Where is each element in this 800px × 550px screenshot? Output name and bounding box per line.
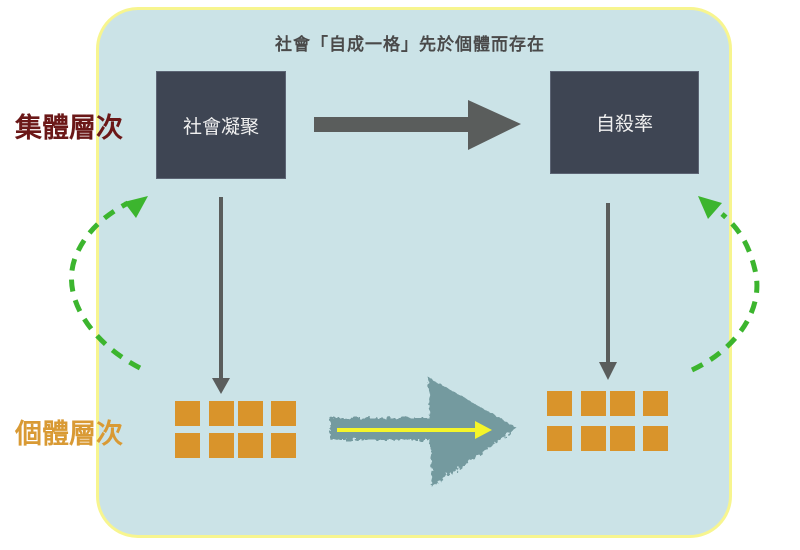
collective-causal-arrow xyxy=(314,100,521,150)
individual-square xyxy=(643,426,668,451)
left-dashed-feedback-arrow xyxy=(68,196,148,371)
cohesion-to-individuals-arrow xyxy=(212,197,230,394)
individual-yellow-arrow xyxy=(337,421,492,439)
individual-square xyxy=(271,433,296,458)
left-down-arrow-head xyxy=(212,378,230,394)
yellow-arrow-shaft xyxy=(337,428,477,432)
individual-square xyxy=(175,401,200,426)
collective-arrow-head xyxy=(468,100,521,150)
suicide-rate-label: 自殺率 xyxy=(595,113,653,135)
left-dashed-curve xyxy=(68,200,142,371)
right-dashed-feedback-arrow xyxy=(690,196,760,373)
diagram-title: 社會「自成一格」先於個體而存在 xyxy=(275,35,545,55)
right-down-arrow-head xyxy=(599,362,617,380)
individual-square xyxy=(547,391,572,416)
left-down-arrow-shaft xyxy=(219,197,223,379)
individual-square xyxy=(238,401,263,426)
individual-square xyxy=(209,401,234,426)
individual-square xyxy=(547,426,572,451)
suicide-rate-to-individuals-arrow xyxy=(599,203,617,380)
individual-square xyxy=(581,426,606,451)
right-dashed-arrow-head xyxy=(698,196,722,219)
individual-square xyxy=(271,401,296,426)
social-cohesion-label: 社會凝聚 xyxy=(182,115,259,138)
collective-level-label: 集體層次 xyxy=(15,113,123,144)
suicide-rate-box: 自殺率 xyxy=(550,71,699,174)
left-dashed-arrow-head xyxy=(124,196,148,218)
individual-square xyxy=(610,391,635,416)
individual-square xyxy=(643,391,668,416)
individual-square xyxy=(209,433,234,458)
individual-square xyxy=(610,426,635,451)
right-down-arrow-shaft xyxy=(606,203,610,365)
individual-square xyxy=(175,433,200,458)
yellow-arrow-head xyxy=(475,421,492,439)
right-dashed-curve xyxy=(690,212,760,373)
social-cohesion-box: 社會凝聚 xyxy=(156,71,286,179)
individual-level-label: 個體層次 xyxy=(15,419,123,450)
individual-square xyxy=(238,433,263,458)
collective-arrow-shaft xyxy=(314,117,470,132)
individual-square xyxy=(581,391,606,416)
